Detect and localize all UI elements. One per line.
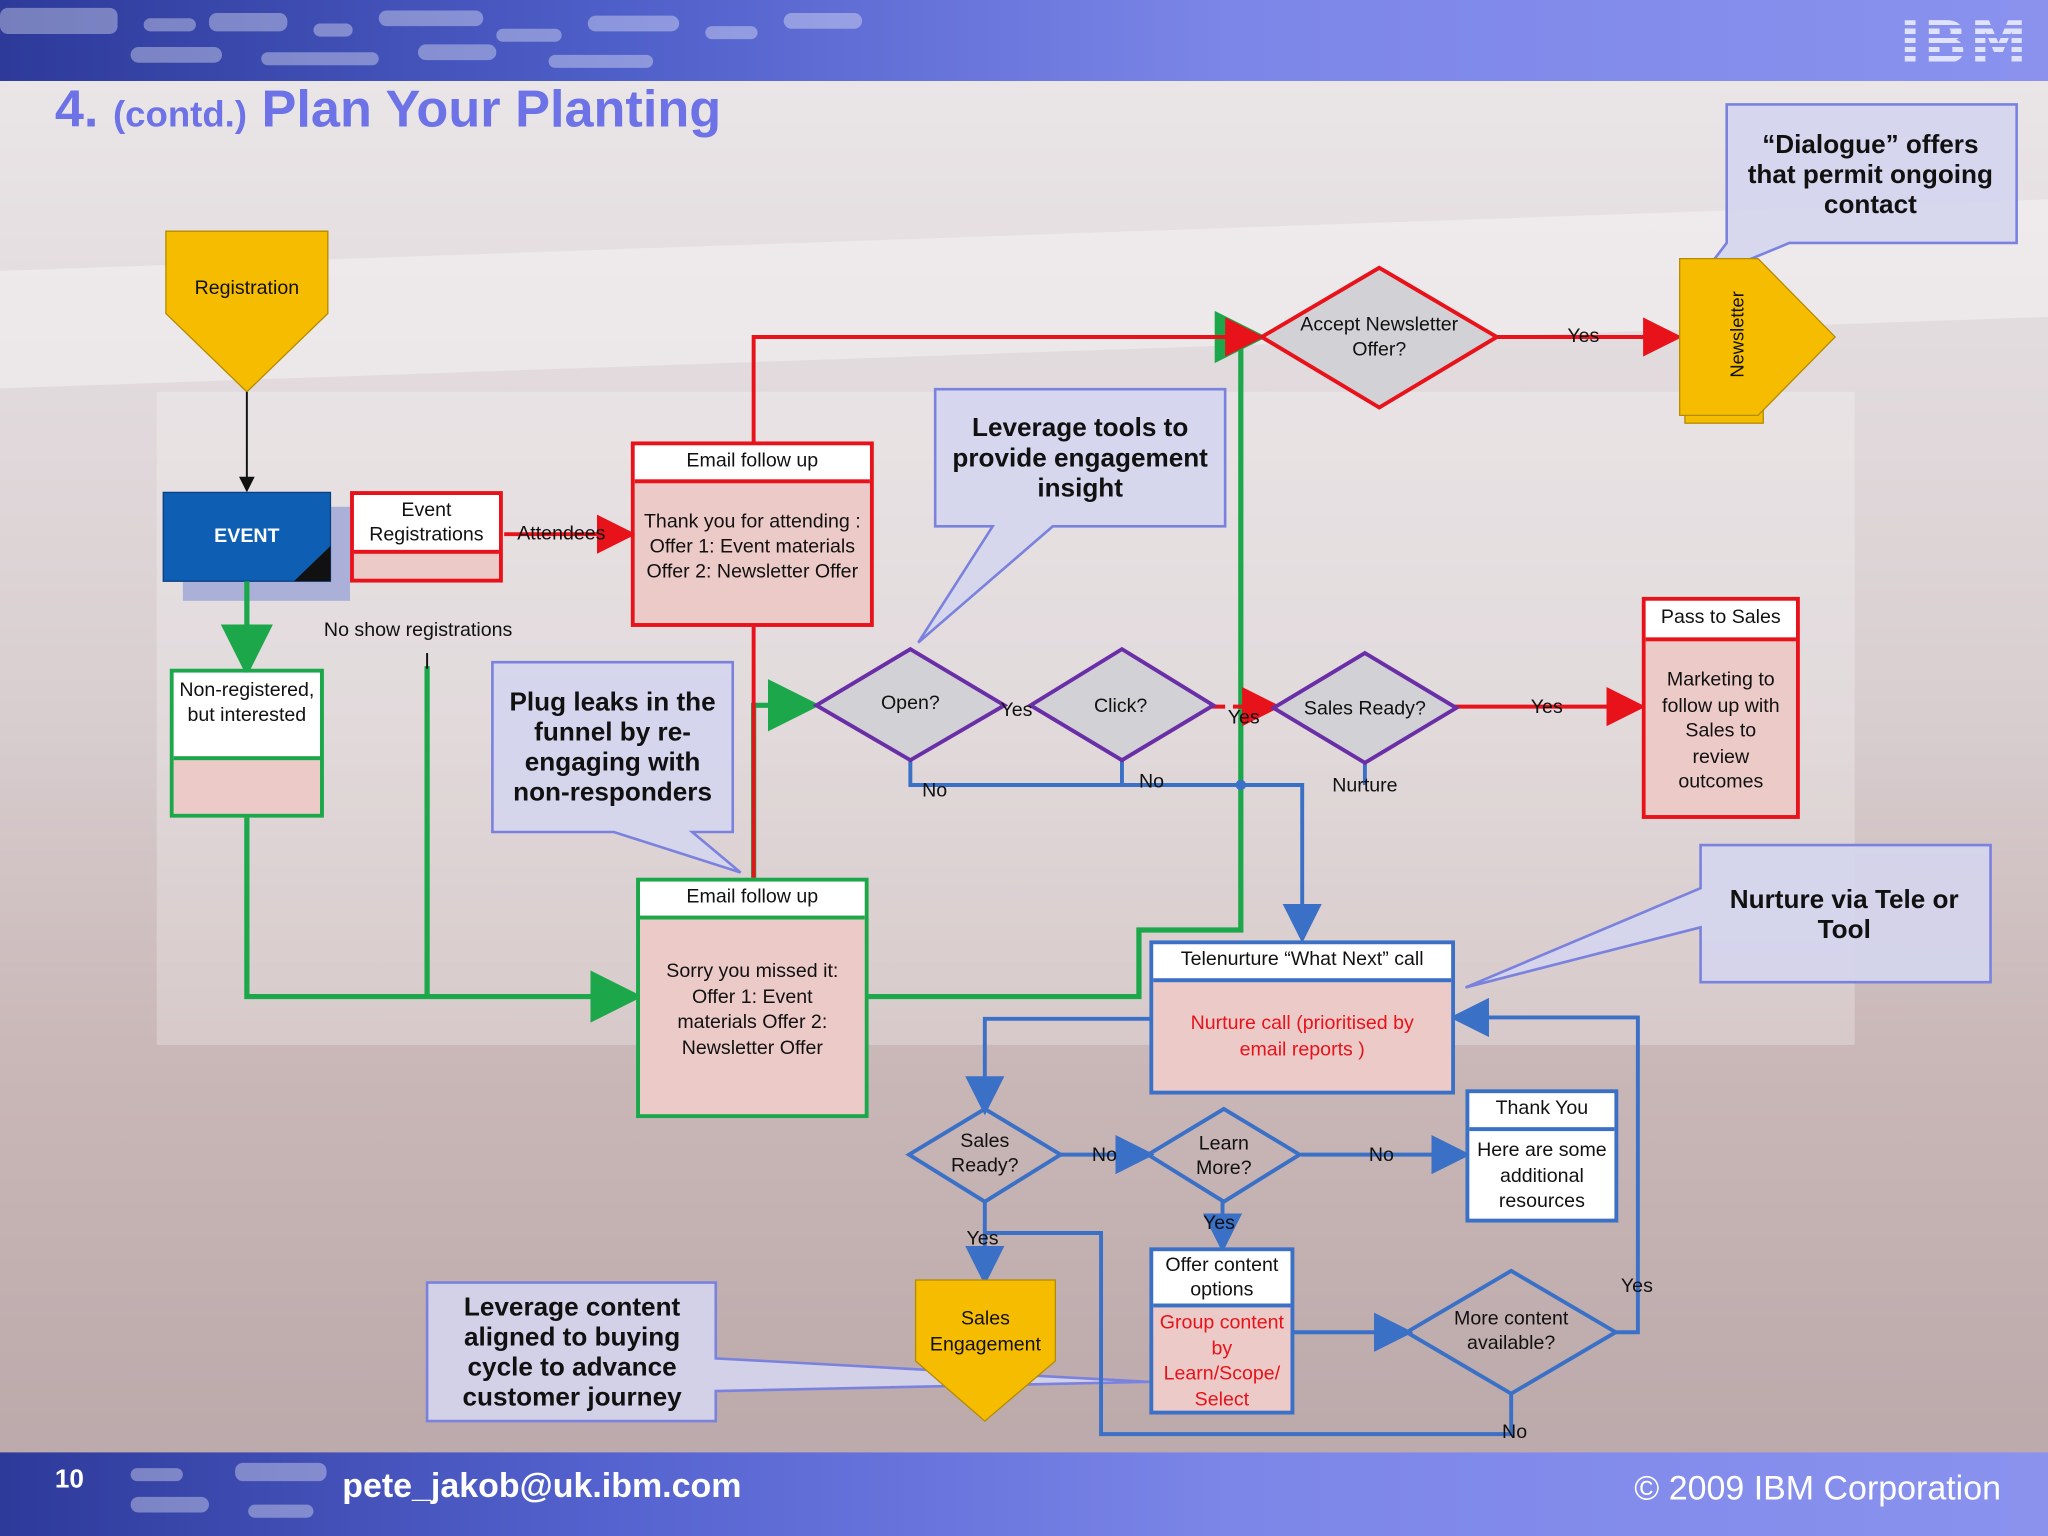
learn-more-label: Learn More? (1196, 1132, 1252, 1180)
email-followup-attended-body: Thank you for attending : Offer 1: Event… (634, 479, 870, 624)
sales-engagement-shape (914, 1279, 1056, 1422)
registration-label: Registration (194, 276, 300, 300)
open-label: Open? (880, 692, 940, 715)
click-diamond (1026, 646, 1218, 763)
registration-shape (165, 230, 329, 393)
sales-engagement-label: Sales Engagement (929, 1307, 1042, 1356)
sales-ready-label: Sales Ready? (1303, 697, 1426, 720)
email-followup-missed-box: Email follow up Sorry you missed it: Off… (636, 877, 869, 1119)
pass-to-sales-title: Pass to Sales (1645, 600, 1796, 638)
telenurture-title: Telenurture “What Next” call (1153, 944, 1452, 979)
attendees-label: Attendees (517, 522, 606, 545)
yes-learn-more-label: Yes (1202, 1212, 1235, 1235)
email-followup-missed-title: Email follow up (639, 881, 865, 916)
footer-email: pete_jakob@uk.ibm.com (342, 1465, 742, 1505)
pass-to-sales-body: Marketing to follow up with Sales to rev… (1645, 637, 1796, 816)
callout-dialogue: “Dialogue” offers that permit ongoing co… (1747, 130, 1993, 220)
yes-sales-label: Yes (1530, 696, 1563, 719)
accept-newsletter-diamond (1257, 265, 1501, 410)
page-number: 10 (54, 1465, 84, 1495)
telenurture-box: Telenurture “What Next” call Nurture cal… (1149, 940, 1456, 1095)
no-open-label: No (922, 779, 948, 802)
newsletter-label: Newsletter (1726, 291, 1748, 378)
no-click-label: No (1138, 770, 1164, 793)
footer-bar (0, 1452, 2048, 1536)
event-label: EVENT (214, 525, 280, 548)
click-label: Click? (1093, 694, 1148, 718)
yes-accept-label: Yes (1567, 325, 1600, 348)
email-followup-attended-title: Email follow up (634, 445, 870, 480)
yes-sales-ready-2-label: Yes (966, 1227, 999, 1250)
no-learn-more-label: No (1368, 1144, 1394, 1167)
event-registrations-box: Event Registrations (350, 491, 503, 583)
sales-ready-2-diamond (905, 1106, 1065, 1204)
title-contd: (contd.) (112, 94, 248, 135)
no-sales-ready-2-label: No (1091, 1144, 1117, 1167)
non-registered-label: Non-registered, but interested (173, 672, 320, 757)
ibm-logo: IBM (1899, 10, 2030, 78)
non-registered-box: Non-registered, but interested (169, 668, 324, 818)
email-followup-attended-box: Email follow up Thank you for attending … (630, 441, 874, 627)
yes-more-content-label: Yes (1620, 1274, 1653, 1297)
yes-click-label: Yes (1227, 706, 1260, 729)
callout-leverage-content: Leverage content aligned to buying cycle… (462, 1293, 682, 1412)
offer-content-title: Offer content options (1153, 1251, 1291, 1304)
header-bar: IBM (0, 0, 2048, 81)
accept-newsletter-label: Accept Newsletter Offer? (1300, 313, 1459, 361)
nurture-label: Nurture (1332, 774, 1398, 797)
thank-you-body: Here are some additional resources (1469, 1127, 1615, 1219)
title-number: 4. (54, 80, 99, 139)
callout-plug-leaks: Plug leaks in the funnel by re-engaging … (509, 688, 716, 808)
learn-more-diamond (1144, 1106, 1304, 1204)
sales-ready-diamond (1269, 650, 1461, 766)
pass-to-sales-box: Pass to Sales Marketing to follow up wit… (1641, 596, 1800, 819)
title-main: Plan Your Planting (261, 80, 722, 139)
no-show-label: No show registrations (323, 619, 513, 642)
telenurture-body: Nurture call (prioritised by email repor… (1153, 978, 1452, 1091)
page-title: 4. (contd.) Plan Your Planting (55, 81, 721, 140)
more-content-label: More content available? (1453, 1307, 1569, 1355)
no-more-content-label: No (1502, 1421, 1528, 1444)
open-diamond (812, 646, 1009, 763)
offer-content-box: Offer content options Group content by L… (1149, 1247, 1295, 1415)
event-registrations-label: Event Registrations (353, 495, 499, 550)
newsletter-shape (1679, 257, 1837, 416)
thank-you-title: Thank You (1469, 1093, 1615, 1128)
more-content-diamond (1402, 1268, 1620, 1396)
thank-you-box: Thank You Here are some additional resou… (1465, 1089, 1619, 1223)
footer-copyright: © 2009 IBM Corporation (1634, 1468, 2001, 1508)
callout-nurture-tele: Nurture via Tele or Tool (1729, 885, 1959, 945)
event-shape (162, 491, 332, 582)
yes-open-label: Yes (1000, 698, 1033, 721)
callout-leverage-tools: Leverage tools to provide engagement ins… (952, 414, 1208, 503)
offer-content-body: Group content by Learn/Scope/ Select (1153, 1303, 1291, 1411)
email-followup-missed-body: Sorry you missed it: Offer 1: Event mate… (639, 915, 865, 1115)
sales-ready-2-label: Sales Ready? (951, 1129, 1019, 1177)
callout-shapes (425, 103, 2018, 1423)
